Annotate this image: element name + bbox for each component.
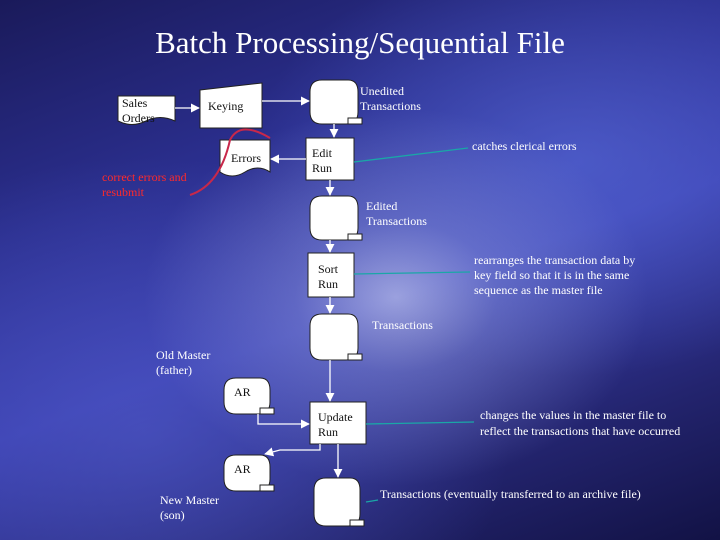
- old-master-label-line2: (father): [156, 363, 192, 377]
- unedited-label-line2: Transactions: [360, 99, 421, 113]
- old-master-ar-label: AR: [234, 385, 251, 399]
- sort-note-line3: sequence as the master file: [474, 283, 603, 297]
- edited-label-line1: Edited: [366, 199, 397, 213]
- svg-text:changes the values in the mast: changes the values in the master file to…: [480, 408, 680, 438]
- svg-text:correct errors and resubmi: correct errors and resubmit: [102, 170, 190, 199]
- svg-text:Sort Run: Sort Run: [318, 262, 341, 291]
- svg-text:rearranges the transaction dat: rearranges the transaction data by key f…: [474, 253, 638, 297]
- transactions-label: Transactions: [372, 318, 433, 332]
- page-title: Batch Processing/Sequential File: [155, 25, 565, 60]
- correct-errors-line2: resubmit: [102, 185, 145, 199]
- sort-run-label-line1: Sort: [318, 262, 339, 276]
- sales-orders-label-line2: Orders: [122, 111, 155, 125]
- edited-tape-shape: [309, 195, 363, 241]
- sales-orders-document: [117, 95, 176, 125]
- sort-run-label-line2: Run: [318, 277, 338, 291]
- unedited-tape-shape: [309, 79, 363, 125]
- correct-errors-line1: correct errors and: [102, 170, 187, 184]
- update-run-label-line1: Update: [318, 410, 353, 424]
- svg-text:Unedited Transactions: Unedited Transactions: [360, 84, 421, 113]
- svg-text:Update Run: Update Run: [318, 410, 356, 439]
- svg-text:Edited Transactions: Edited Transactions: [366, 199, 427, 228]
- error-correction-path: [189, 128, 271, 196]
- unedited-label-line1: Unedited: [360, 84, 404, 98]
- archive-annotation: Transactions (eventually transferred to …: [380, 487, 641, 501]
- keying-shape: [199, 82, 263, 129]
- transactions-tape-shape: [309, 313, 363, 361]
- old-master-label-line1: Old Master: [156, 348, 210, 362]
- annotation-leaders: [353, 147, 475, 503]
- catches-errors-annotation: catches clerical errors: [472, 139, 577, 153]
- new-master-ar-label: AR: [234, 462, 251, 476]
- svg-text:Edit Run: Edit Run: [312, 146, 335, 175]
- update-run-label-line2: Run: [318, 425, 338, 439]
- sales-orders-label-line1: Sales: [122, 96, 148, 110]
- sort-note-line2: key field so that it is in the same: [474, 268, 629, 282]
- errors-label: Errors: [231, 151, 261, 165]
- errors-document: [219, 139, 271, 177]
- edit-run-label-line1: Edit: [312, 146, 333, 160]
- new-master-label-line2: (son): [160, 508, 185, 522]
- new-master-label-line1: New Master: [160, 493, 219, 507]
- archive-tape-shape: [313, 477, 365, 527]
- svg-text:New Master (son): New Master (son): [160, 493, 222, 522]
- flow-arrows: [175, 96, 343, 478]
- new-master-tape-shape: [223, 454, 275, 492]
- keying-label: Keying: [208, 99, 243, 113]
- update-note-line2: reflect the transactions that have occur…: [480, 424, 680, 438]
- sort-note-line1: rearranges the transaction data by: [474, 253, 635, 267]
- svg-text:Old Master (father): Old Master (father): [156, 348, 213, 377]
- edited-label-line2: Transactions: [366, 214, 427, 228]
- svg-text:Sales Orders: Sales Orders: [122, 96, 155, 125]
- edit-run-label-line2: Run: [312, 161, 332, 175]
- update-note-line1: changes the values in the master file to: [480, 408, 666, 422]
- sort-run-box: [307, 252, 355, 298]
